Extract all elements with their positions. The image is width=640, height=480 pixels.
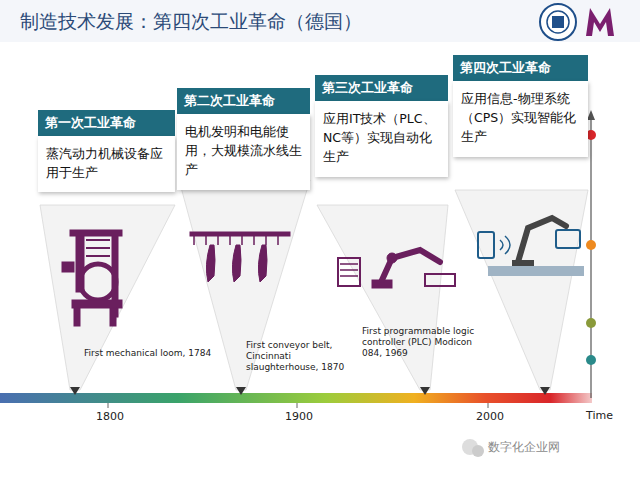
university-seal bbox=[540, 4, 576, 40]
era-heading: 第四次工业革命 bbox=[453, 55, 588, 81]
era-box: 第三次工业革命应用IT技术（PLC、NC等）实现自动化生产 bbox=[315, 75, 448, 177]
era-heading: 第二次工业革命 bbox=[177, 88, 310, 114]
level-dot bbox=[586, 355, 596, 365]
milestone-caption: First conveyor belt, Cincinnati slaughte… bbox=[246, 340, 356, 372]
milestone-caption: First mechanical loom, 1784 bbox=[84, 348, 211, 359]
era-box: 第一次工业革命蒸汽动力机械设备应用于生产 bbox=[38, 110, 175, 192]
era-box: 第四次工业革命应用信息-物理系统（CPS）实现智能化生产 bbox=[453, 55, 588, 157]
milestone-caption: First programmable logic controller (PLC… bbox=[362, 326, 480, 358]
era-description: 电机发明和电能使用，大规模流水线生产 bbox=[177, 114, 310, 190]
slide-title: 制造技术发展：第四次工业革命（德国） bbox=[20, 9, 362, 35]
callout-wedge bbox=[455, 190, 588, 390]
callout-wedge bbox=[40, 205, 175, 390]
year-label: 2000 bbox=[476, 410, 504, 423]
era-description: 蒸汽动力机械设备应用于生产 bbox=[38, 136, 175, 193]
conveyor-icon bbox=[190, 232, 290, 282]
level-dot bbox=[586, 318, 596, 328]
era-heading: 第一次工业革命 bbox=[38, 110, 175, 136]
year-label: 1900 bbox=[285, 410, 313, 423]
axis-arrow bbox=[587, 110, 595, 120]
robot-arm-icon bbox=[338, 250, 455, 288]
timeline-bar bbox=[0, 393, 592, 403]
watermark: 数字化企业网 bbox=[488, 440, 560, 454]
era-box: 第二次工业革命电机发明和电能使用，大规模流水线生产 bbox=[177, 88, 310, 190]
header-band bbox=[0, 0, 640, 42]
era-heading: 第三次工业革命 bbox=[315, 75, 448, 101]
loom-icon bbox=[62, 230, 122, 326]
era-description: 应用IT技术（PLC、NC等）实现自动化生产 bbox=[315, 101, 448, 177]
era-description: 应用信息-物理系统（CPS）实现智能化生产 bbox=[453, 81, 588, 157]
tick bbox=[108, 403, 488, 408]
level-dot bbox=[586, 240, 596, 250]
school-logo bbox=[586, 8, 614, 36]
timeline-marker bbox=[70, 387, 550, 395]
year-label: 1800 bbox=[96, 410, 124, 423]
watermark-icon bbox=[462, 439, 484, 457]
axis-label: Time bbox=[586, 409, 613, 422]
smart-factory-icon bbox=[478, 218, 584, 276]
